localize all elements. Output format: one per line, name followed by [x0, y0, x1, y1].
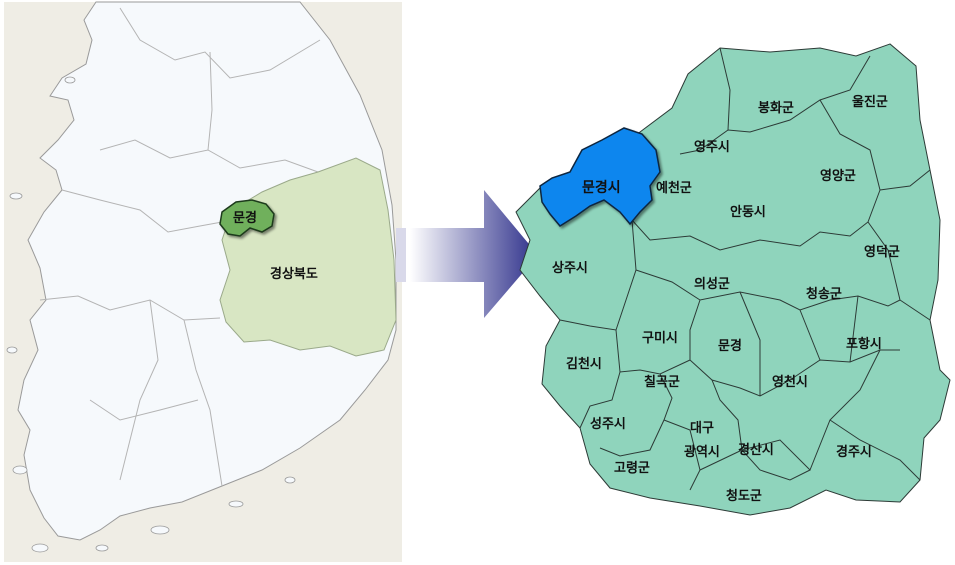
label-yeongdeok: 영덕군	[864, 244, 900, 260]
label-gyeongju: 경주시	[836, 444, 872, 460]
gyeongbuk-label: 경상북도	[270, 266, 318, 282]
label-mungyeong-si: 문경시	[582, 179, 621, 196]
label-andong: 안동시	[730, 204, 766, 220]
label-gimcheon: 김천시	[566, 357, 602, 372]
label-goryeong: 고령군	[614, 461, 650, 476]
label-yeongyang: 영양군	[820, 169, 856, 184]
label-cheongdo: 청도군	[726, 488, 762, 504]
mungyeong-highlight-right	[539, 127, 661, 227]
label-gyeongsan: 경산시	[738, 442, 774, 458]
transition-arrow	[396, 190, 538, 318]
label-sangju: 상주시	[552, 261, 588, 276]
label-uljin: 울진군	[852, 94, 888, 110]
label-uiseong: 의성군	[694, 276, 730, 292]
label-yecheon: 예천군	[656, 180, 692, 196]
mungyeong-highlight-left	[219, 199, 275, 237]
label-mungyeong-inner: 문경	[718, 338, 742, 354]
label-seongju: 성주시	[590, 417, 626, 432]
label-pohang: 포항시	[846, 336, 882, 352]
label-bonghwa: 봉화군	[758, 100, 794, 116]
label-yeongcheon: 영천시	[772, 375, 808, 390]
label-chilgok: 칠곡군	[644, 374, 680, 390]
right-map-labels: 문경시 봉화군 울진군 영주시 예천군 영양군 안동시 상주시 영덕군 의성군 …	[552, 94, 900, 504]
south-korea-land	[17, 1, 397, 541]
label-yeongju: 영주시	[694, 140, 730, 155]
mungyeong-label-left: 문경	[233, 210, 257, 226]
islands	[6, 76, 296, 553]
label-daegu-line2: 광역시	[684, 444, 720, 460]
district-borders	[559, 47, 931, 491]
label-cheongsong: 청송군	[806, 286, 842, 302]
label-daegu-line1: 대구	[690, 421, 714, 436]
left-map: 문경 경상북도	[4, 1, 402, 562]
right-map	[515, 43, 951, 516]
label-gumi: 구미시	[642, 330, 678, 346]
gyeongbuk-outline	[515, 43, 951, 516]
province-borders	[39, 7, 321, 487]
arrow-shape	[410, 190, 538, 318]
